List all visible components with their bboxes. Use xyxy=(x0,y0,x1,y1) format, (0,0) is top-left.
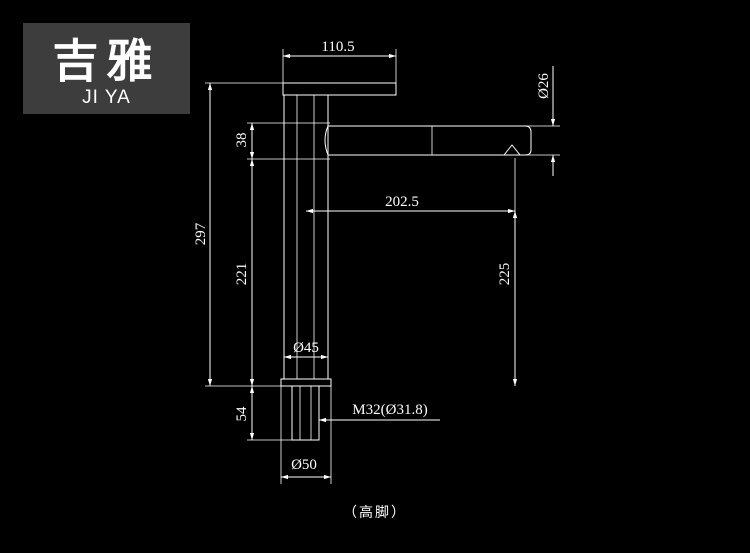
dim-label-spout-reach: 202.5 xyxy=(385,194,419,210)
extension-lines xyxy=(205,49,560,484)
brand-logo: 吉雅 JI YA xyxy=(23,23,190,114)
dim-label-spout-clearance: 225 xyxy=(497,263,513,286)
body-column xyxy=(283,94,329,380)
dimension-lines xyxy=(207,53,556,480)
handle xyxy=(282,82,397,96)
shank xyxy=(291,385,320,441)
base-ring xyxy=(280,378,332,387)
logo-chinese-text: 吉雅 xyxy=(52,34,161,88)
drawing-caption: （高脚） xyxy=(343,505,407,521)
spout xyxy=(328,125,532,156)
dim-label-body-height: 221 xyxy=(234,263,250,286)
aerator xyxy=(502,144,522,156)
dim-label-spout-diameter: Ø26 xyxy=(536,73,552,99)
dim-label-handle-length: 110.5 xyxy=(321,39,354,55)
dim-label-base-diameter: Ø50 xyxy=(291,457,317,473)
dim-label-total-height: 297 xyxy=(193,222,209,245)
dim-label-thread: M32(Ø31.8) xyxy=(352,402,427,418)
dim-label-body-diameter: Ø45 xyxy=(293,340,319,356)
faucet-outline xyxy=(280,82,532,441)
logo-latin-text: JI YA xyxy=(82,87,131,108)
dim-label-shank-length: 54 xyxy=(234,406,250,422)
dim-label-spout-height: 38 xyxy=(234,133,250,148)
